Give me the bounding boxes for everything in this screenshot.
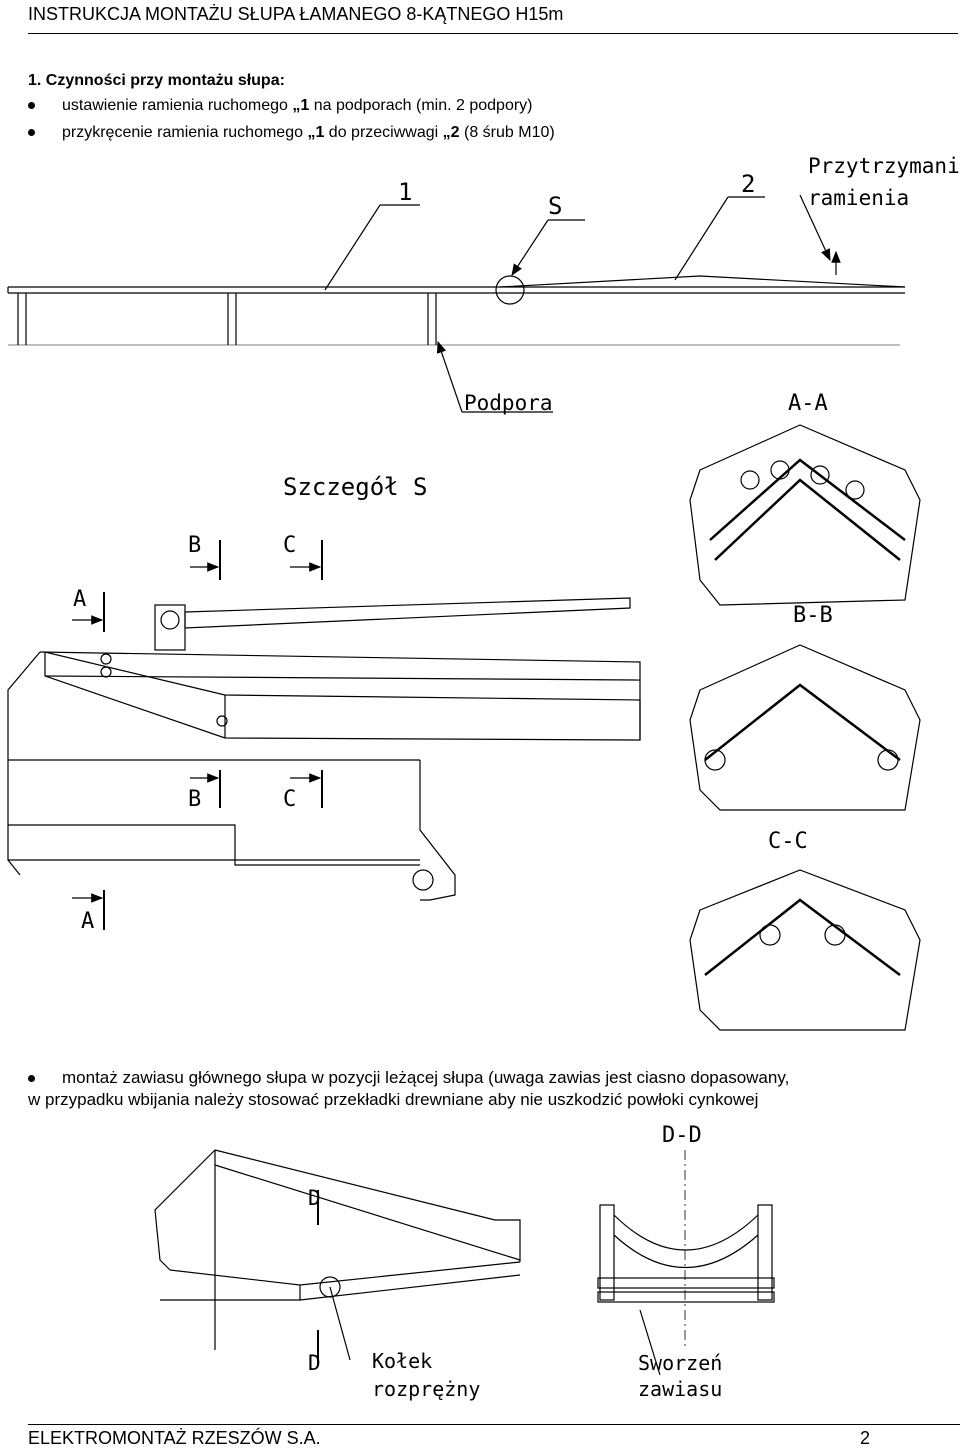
- footer-rule: [28, 1424, 960, 1425]
- section-label-a: A: [73, 587, 86, 612]
- detail-label-s: S: [548, 192, 562, 220]
- section-dd-title: D-D: [662, 1123, 702, 1148]
- section-label-b: B: [188, 787, 201, 812]
- detail-s-title: Szczegół S: [283, 473, 428, 501]
- step-text: na podporach (min. 2 podpory): [309, 97, 533, 114]
- hinge-drawing: D D Kołek rozprężny: [154, 1149, 521, 1401]
- cross-section-dd: D-D Sworzeń zawiasu: [597, 1123, 775, 1401]
- hinge-note: montaż zawiasu głównego słupa w pozycji …: [28, 1067, 958, 1111]
- step-list: ustawienie ramienia ruchomego „1 na podp…: [28, 96, 555, 150]
- hinge-label-d: D: [308, 1351, 321, 1375]
- section-heading: 1. Czynności przy montażu słupa:: [28, 72, 285, 89]
- hold-arm-label: ramienia: [808, 186, 909, 210]
- section-label-b: B: [188, 533, 201, 558]
- step-text: do przeciwwagi: [324, 124, 443, 141]
- arm-assembly-drawing: 1 S 2 Przytrzymanie ramienia Podpora: [7, 154, 960, 415]
- cross-section-cc: C-C: [689, 829, 921, 1031]
- part-label-1: 1: [398, 178, 412, 206]
- step-text: przykręcenie ramienia ruchomego: [62, 124, 308, 141]
- footer-company: ELEKTROMONTAŻ RZESZÓW S.A.: [28, 1428, 321, 1448]
- section-aa-title: A-A: [788, 391, 828, 416]
- hinge-bolt-label: zawiasu: [638, 1377, 722, 1401]
- step-item: przykręcenie ramienia ruchomego „1 do pr…: [28, 123, 555, 150]
- step-item: ustawienie ramienia ruchomego „1 na podp…: [28, 96, 555, 123]
- part-ref: „1: [292, 97, 310, 114]
- support-label: Podpora: [464, 391, 553, 415]
- step-text: (8 śrub M10): [459, 124, 555, 141]
- expansion-pin-label: rozprężny: [372, 1377, 480, 1401]
- section-bb-title: B-B: [793, 603, 833, 628]
- page-number: 2: [860, 1428, 871, 1448]
- bullet-icon: [28, 1075, 35, 1082]
- document-header: INSTRUKCJA MONTAŻU SŁUPA ŁAMANEGO 8-KĄTN…: [28, 4, 564, 24]
- cross-section-bb: B-B: [689, 603, 921, 811]
- detail-s-drawing: Szczegół S A B C B C A: [7, 473, 641, 934]
- part-label-2: 2: [741, 170, 755, 198]
- part-ref: „2: [442, 124, 460, 141]
- note-line: w przypadku wbijania należy stosować prz…: [28, 1090, 759, 1109]
- hinge-label-d: D: [308, 1186, 321, 1210]
- bullet-icon: [28, 129, 35, 136]
- cross-section-aa: A-A: [689, 391, 921, 606]
- hinge-bolt-label: Sworzeń: [638, 1351, 722, 1375]
- note-line: montaż zawiasu głównego słupa w pozycji …: [62, 1068, 790, 1087]
- expansion-pin-label: Kołek: [372, 1349, 432, 1373]
- bullet-icon: [28, 102, 35, 109]
- section-label-c: C: [283, 533, 296, 558]
- section-label-a: A: [81, 909, 94, 934]
- part-ref: „1: [307, 124, 325, 141]
- step-text: ustawienie ramienia ruchomego: [62, 97, 293, 114]
- header-rule: [28, 33, 958, 34]
- hold-arm-label: Przytrzymanie: [808, 154, 960, 178]
- section-cc-title: C-C: [768, 829, 808, 854]
- section-label-c: C: [283, 787, 296, 812]
